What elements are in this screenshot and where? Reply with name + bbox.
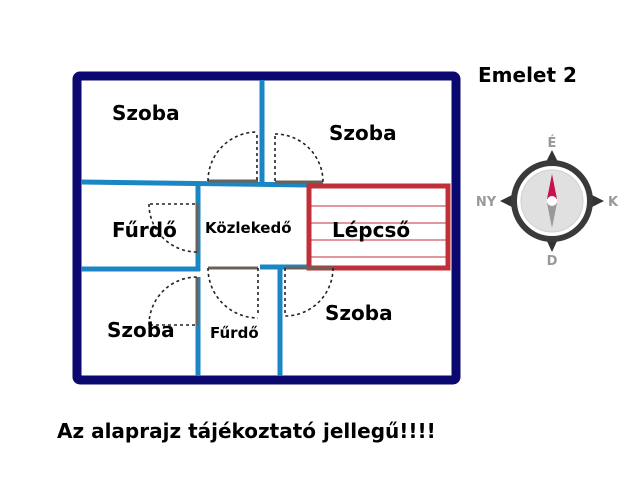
room-label-stairs: Lépcső (332, 218, 410, 242)
compass-label-east: K (608, 195, 619, 210)
compass-pivot (547, 196, 557, 206)
compass-label-south: D (547, 254, 558, 269)
room-label-top-left: Szoba (112, 101, 180, 125)
door-bathroom-left (148, 203, 199, 253)
compass: É D K NY (476, 135, 619, 269)
compass-label-west: NY (476, 195, 497, 210)
door-bottom-right (284, 266, 334, 317)
compass-label-north: É (548, 135, 557, 151)
stairs (306, 183, 451, 271)
door-top-left (207, 131, 258, 183)
outer-wall (72, 71, 461, 385)
room-label-bathroom-left: Fűrdő (112, 218, 177, 242)
room-label-corridor: Közlekedő (205, 219, 292, 237)
room-label-bathroom-bottom: Fűrdő (210, 324, 259, 342)
compass-needle-south-icon (547, 203, 557, 228)
compass-needle-north-icon (547, 174, 557, 199)
room-label-bottom-right: Szoba (325, 301, 393, 325)
room-label-bottom-left: Szoba (107, 318, 175, 342)
door-top-right (274, 133, 324, 184)
door-bathroom-bottom (207, 266, 259, 319)
room-label-top-right: Szoba (329, 121, 397, 145)
disclaimer-text: Az alaprajz tájékoztató jellegű!!!! (57, 419, 436, 443)
door-bottom-left (148, 276, 199, 326)
floor-title: Emelet 2 (478, 63, 577, 87)
